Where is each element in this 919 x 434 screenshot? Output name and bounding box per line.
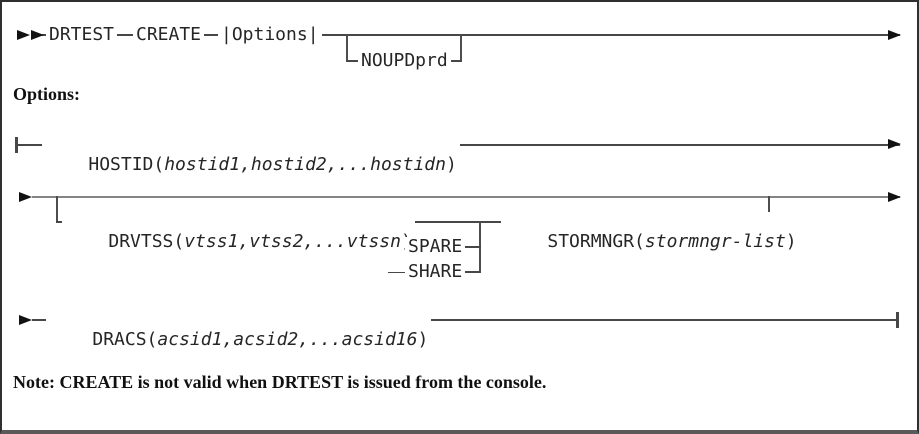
create-keyword: CREATE <box>133 25 205 45</box>
dracs-name: DRACS( <box>92 329 158 350</box>
stormngr-name: STORMNGR( <box>547 231 645 252</box>
dracs-rail <box>32 319 899 321</box>
noupdprd-keyword: NOUPDprd <box>358 51 451 71</box>
drvtss-drop-line <box>56 196 58 223</box>
continue-arrow-icon <box>888 139 901 149</box>
drvtss-name: DRVTSS( <box>108 231 185 252</box>
noupdprd-branch-right-line <box>460 34 462 62</box>
noupdprd-branch-left-line <box>346 34 348 62</box>
drtest-keyword: DRTEST <box>46 25 118 45</box>
stormngr-close-paren: ) <box>785 231 797 252</box>
continue-arrow-icon <box>19 315 32 325</box>
continue-arrow-icon <box>888 30 901 40</box>
hostid-name: HOSTID( <box>88 154 165 175</box>
dracs-keyword: DRACS(acsid1,acsid2,...acsid16) <box>46 310 432 370</box>
options-fragment-ref: |Options| <box>218 25 322 45</box>
hostid-args: hostid1,hostid2,...hostidn <box>164 154 446 175</box>
continue-arrow-icon <box>19 192 32 202</box>
row1-rail <box>42 34 900 36</box>
options-heading: Options: <box>13 84 81 104</box>
drvtss-keyword: DRVTSS(vtss1,vtss2,...vtssn) <box>62 212 415 272</box>
hostid-keyword: HOSTID(hostid1,hostid2,...hostidn) <box>42 135 460 195</box>
fragment-end-tick <box>896 312 899 328</box>
note-text: Note: CREATE is not valid when DRTEST is… <box>13 372 547 392</box>
start-arrow-icon <box>17 30 30 40</box>
fragment-start-tick <box>15 137 18 153</box>
drvtss-rejoin-line <box>768 196 770 223</box>
hostid-close-paren: ) <box>445 154 457 175</box>
continue-arrow-icon <box>888 192 901 202</box>
stormngr-args: stormngr-list <box>644 231 786 252</box>
share-keyword: SHARE <box>405 262 466 282</box>
start-arrow-icon <box>31 30 44 40</box>
drvtss-args: vtss1,vtss2,...vtssn <box>184 231 401 252</box>
dracs-close-paren: ) <box>417 329 429 350</box>
dracs-args: acsid1,acsid2,...acsid16 <box>157 329 418 350</box>
spare-keyword: SPARE <box>405 237 466 257</box>
stormngr-keyword: STORMNGR(stormngr-list) <box>501 212 800 272</box>
drvtss-bypass-rail <box>32 196 900 198</box>
